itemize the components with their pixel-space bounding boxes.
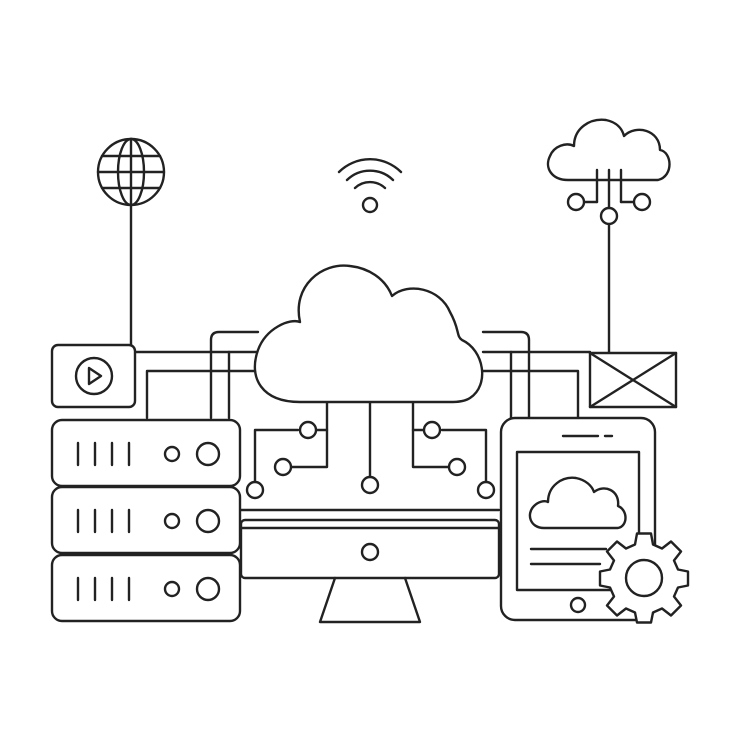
server-unit bbox=[50, 553, 242, 623]
server-rack-icon bbox=[50, 418, 242, 623]
tablet-cloud-icon bbox=[528, 476, 627, 530]
wifi-icon bbox=[337, 158, 403, 214]
monitor-icon bbox=[239, 508, 501, 624]
globe-icon bbox=[96, 137, 166, 207]
cloud-icon bbox=[253, 264, 484, 404]
play-button-icon bbox=[74, 356, 114, 396]
server-unit bbox=[50, 485, 242, 555]
envelope-icon bbox=[588, 351, 678, 409]
circuit-traces bbox=[245, 400, 496, 500]
server-unit bbox=[50, 418, 242, 488]
video-player-icon bbox=[50, 343, 137, 409]
small-cloud-icon bbox=[546, 118, 671, 226]
gear-icon bbox=[598, 532, 690, 624]
connector-lines bbox=[129, 203, 611, 420]
